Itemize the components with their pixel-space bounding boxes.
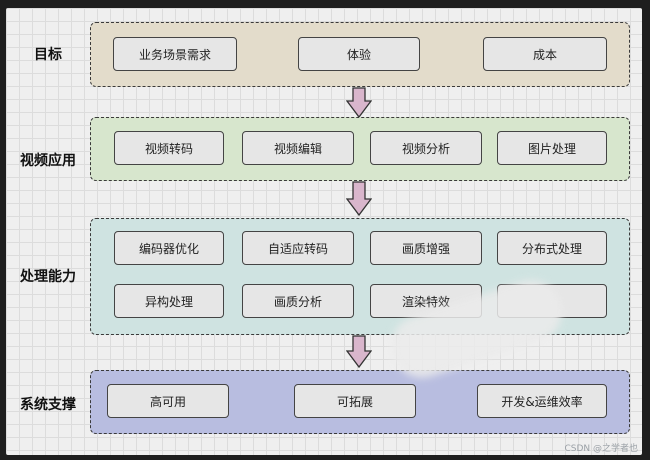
down-arrow-icon [346,181,372,217]
layer-label-processing: 处理能力 [20,269,76,285]
app-item: 视频编辑 [242,131,354,165]
processing-item: 分布式处理 [497,231,607,265]
app-item: 图片处理 [497,131,607,165]
goal-item: 体验 [298,37,420,71]
layer-system: 高可用 可拓展 开发&运维效率 [90,370,630,434]
processing-item: 编码器优化 [114,231,224,265]
processing-item: 画质增强 [370,231,482,265]
app-item: 视频转码 [114,131,224,165]
layer-app: 视频转码 视频编辑 视频分析 图片处理 [90,117,630,181]
layer-label-goal: 目标 [34,47,62,63]
layer-label-app: 视频应用 [20,153,76,169]
system-item: 开发&运维效率 [477,384,607,418]
down-arrow-icon [346,87,372,119]
app-item: 视频分析 [370,131,482,165]
layer-goal: 业务场景需求 体验 成本 [90,22,630,87]
processing-item: 画质分析 [242,284,354,318]
system-item: 可拓展 [294,384,416,418]
goal-item: 成本 [483,37,607,71]
goal-item: 业务场景需求 [113,37,237,71]
processing-item: 自适应转码 [242,231,354,265]
down-arrow-icon [346,335,372,369]
processing-item: 异构处理 [114,284,224,318]
watermark: CSDN @之学者也 [564,444,638,454]
diagram-canvas: 目标 业务场景需求 体验 成本 视频应用 视频转码 视频编辑 视频分析 图片处理… [6,8,642,455]
layer-label-system: 系统支撑 [20,397,76,413]
system-item: 高可用 [107,384,229,418]
